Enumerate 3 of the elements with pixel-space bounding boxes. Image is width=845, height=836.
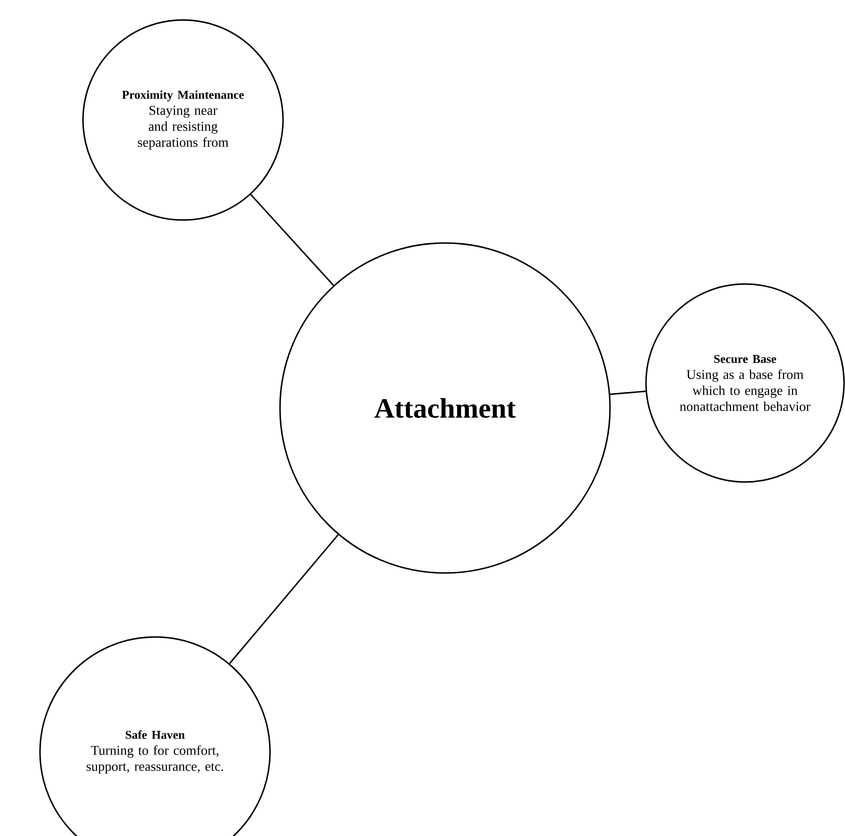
connector-line — [229, 534, 339, 664]
connector-line — [250, 194, 334, 286]
connector-line — [610, 390, 646, 395]
